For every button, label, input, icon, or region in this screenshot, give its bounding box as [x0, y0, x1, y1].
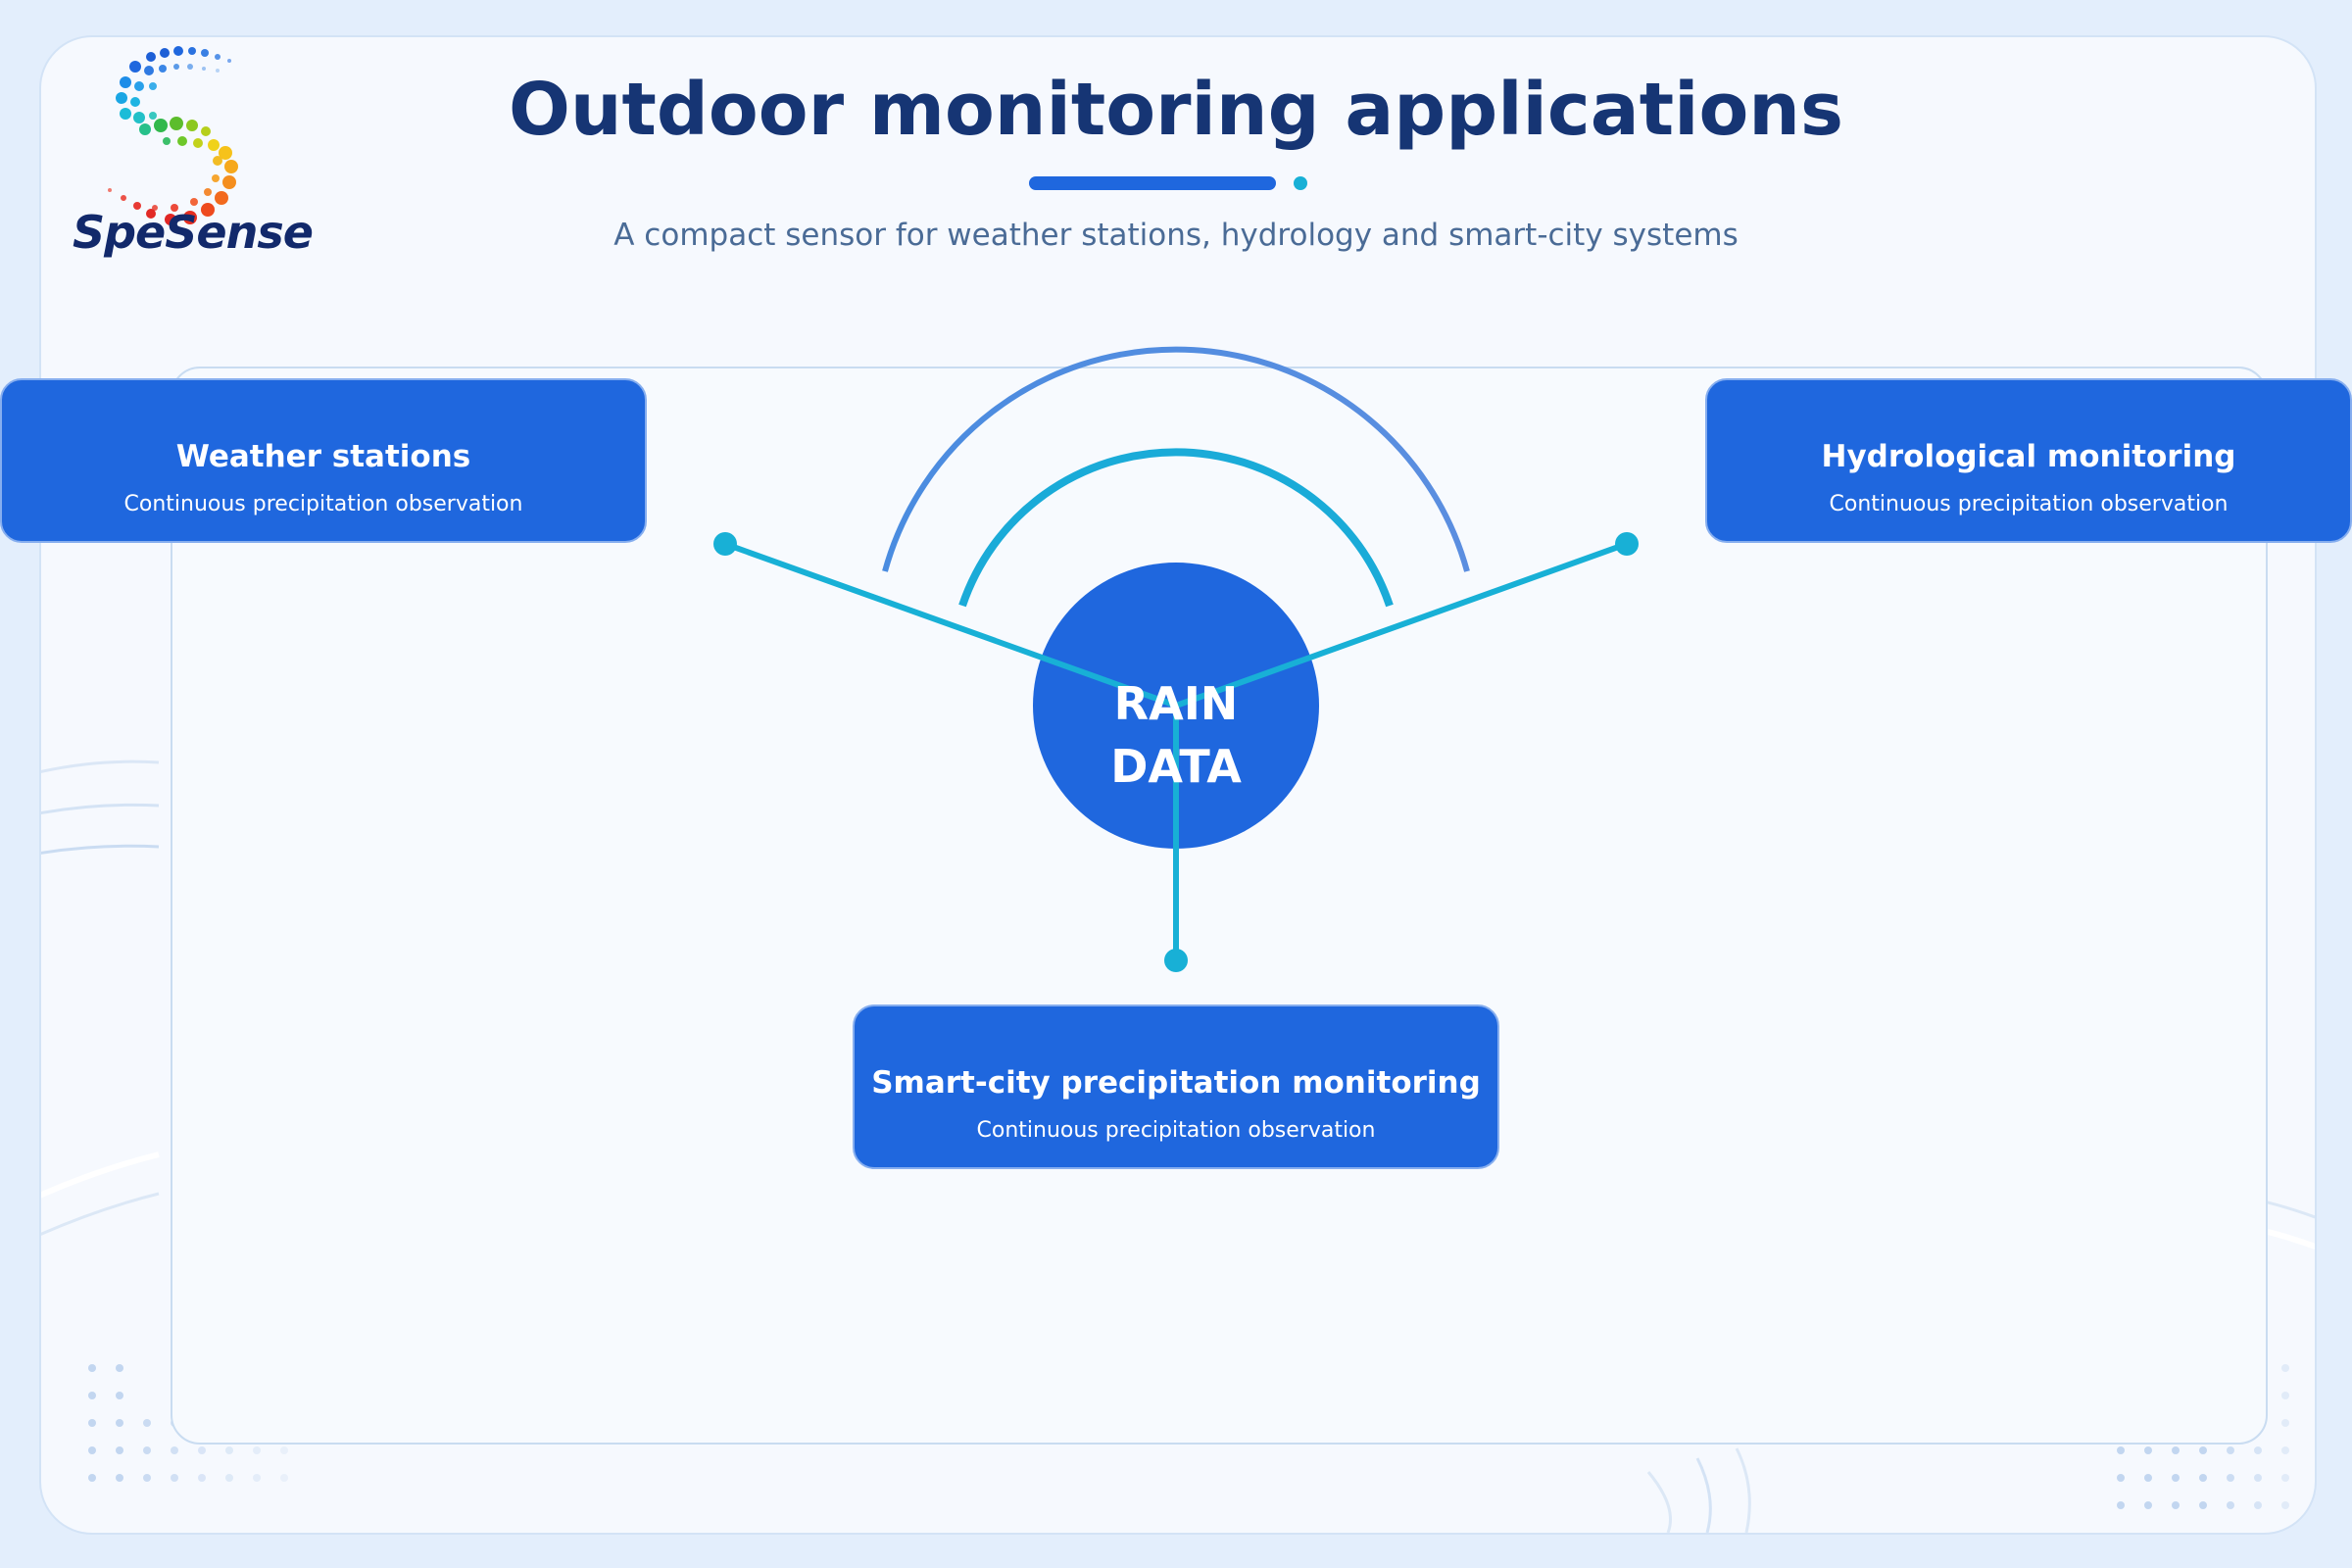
title-underline — [1029, 176, 1276, 190]
card-title: Weather stations — [175, 439, 471, 474]
signal-arc-outer — [882, 346, 1470, 572]
connector-left — [723, 541, 1178, 709]
card-weather-stations: Weather stations Continuous precipitatio… — [0, 378, 647, 543]
hub-label-line2: DATA — [1110, 740, 1242, 793]
slide-frame — [39, 35, 2317, 1535]
title-accent-dot — [1294, 176, 1307, 190]
page-subtitle: A compact sensor for weather stations, h… — [613, 218, 1739, 253]
background-decoration — [41, 760, 2315, 1533]
diagram-panel — [171, 367, 2268, 1445]
card-title: Hydrological monitoring — [1821, 439, 2236, 474]
connector-right — [1174, 541, 1629, 709]
card-subtitle: Continuous precipitation observation — [1829, 492, 2229, 516]
logo-wordmark: SpeSense — [73, 206, 314, 259]
hub-label-line1: RAIN — [1113, 677, 1239, 730]
card-title: Smart-city precipitation monitoring — [871, 1065, 1481, 1101]
signal-arc-inner — [958, 448, 1394, 608]
connector-node-bottom — [1164, 949, 1188, 972]
connector-node-left — [713, 532, 737, 556]
card-smart-city-monitoring: Smart-city precipitation monitoring Cont… — [853, 1004, 1499, 1169]
spesense-logo-icon — [108, 46, 238, 225]
card-hydrological-monitoring: Hydrological monitoring Continuous preci… — [1705, 378, 2352, 543]
page-title: Outdoor monitoring applications — [508, 68, 1844, 152]
hub-label: RAIN DATA — [1034, 672, 1318, 798]
connector-node-right — [1615, 532, 1639, 556]
card-subtitle: Continuous precipitation observation — [123, 492, 523, 516]
card-subtitle: Continuous precipitation observation — [976, 1118, 1376, 1143]
